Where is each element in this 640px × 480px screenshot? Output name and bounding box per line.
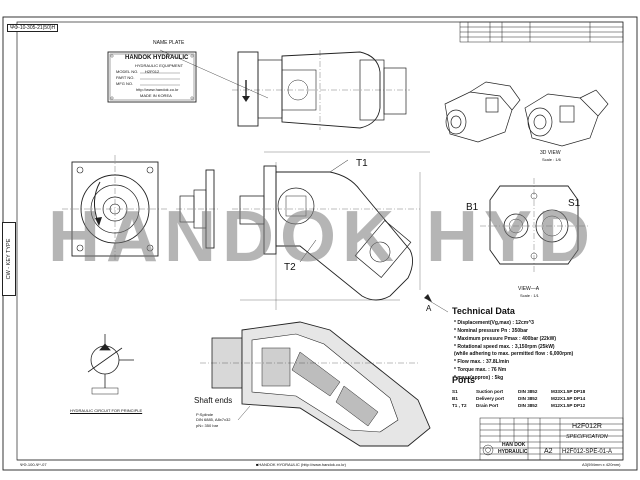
port-id: B1	[452, 396, 458, 401]
view-3d-scale: Scale : 1/6	[542, 157, 561, 162]
ports-title: Ports	[452, 375, 476, 385]
technical-line: (while adhering to max. permitted flow :…	[454, 351, 574, 357]
technical-line: * Maximum pressure Pmax : 400bar (22kW)	[454, 336, 556, 342]
view-a-arrow-label: A	[426, 304, 432, 313]
port-std: DIN 3852	[518, 396, 538, 401]
shaft-line-3: pN= 350 bar	[196, 423, 219, 428]
hydraulic-circuit-symbol	[87, 334, 134, 395]
shaft-line-2: DIN 6885, A8x7x32	[196, 417, 231, 422]
pump-top-view	[232, 50, 410, 130]
t1-label: T1	[356, 158, 368, 169]
name-plate-brand: HANDOK HYDRAULIC	[125, 55, 189, 61]
pump-section-view	[200, 321, 431, 447]
mfg-label: MFG NO.	[116, 81, 134, 86]
port-thread: M22X1.5P DP14	[551, 396, 586, 401]
s1-label: S1	[568, 198, 581, 209]
port-id: T1 , T2	[452, 403, 467, 408]
footer-left: ΨΦ-100-Ψ*-07	[20, 462, 47, 467]
port-std: DIN 3852	[518, 403, 538, 408]
shaft-title: Shaft ends	[194, 396, 233, 405]
footer-center: ■HANDOK HYDRAULIC (http://www.handok.co.…	[256, 462, 346, 467]
port-thread: M33X1.5P DP18	[551, 389, 586, 394]
shaft-line-1: P:Splinde	[196, 412, 214, 417]
title-doc-type: SPECIFICATION	[566, 434, 608, 440]
technical-line: * Rotational speed max. : 3,150rpm (25kW…	[454, 344, 555, 350]
name-plate-subtitle: HYDRAULIC EQUIPMENT	[135, 63, 184, 68]
footer-right: A3(594mm x 420mm)	[582, 462, 621, 467]
model-label: MODEL NO.	[116, 69, 139, 74]
port-thread: M12X1.5P DP12	[551, 403, 586, 408]
name-plate-drawing	[107, 49, 269, 103]
title-block	[479, 417, 624, 461]
port-name: Suction port	[476, 389, 504, 394]
title-part-no: H2F012R	[572, 423, 602, 430]
side-tab-label: CW - KEY TYPE	[6, 238, 12, 280]
technical-line: * mass(approx) : 5kg	[454, 375, 504, 381]
view-a-scale: Scale : 1/1	[520, 293, 539, 298]
technical-line: * Displacement(Vg,max) : 12cm^3	[454, 320, 534, 326]
company-line-2: HYDRAULIC	[498, 449, 528, 455]
name-plate-website: http://www.handok.co.kr	[136, 87, 179, 92]
name-plate-callout: NAME PLATE	[153, 40, 185, 46]
flange-front-view	[62, 155, 168, 262]
revision-table	[459, 21, 624, 43]
pump-3d-views	[444, 81, 609, 147]
port-std: DIN 3852	[518, 389, 538, 394]
name-plate-made-in: MADE IN KOREA	[140, 93, 172, 98]
part-label: PART NO.	[116, 75, 135, 80]
title-size: A2	[544, 448, 553, 455]
technical-line: * Nominal pressure Pn : 350bar	[454, 328, 528, 334]
port-view-a	[480, 178, 590, 272]
port-name: Drain Port	[476, 403, 499, 408]
circuit-caption: HYDRAULIC CIRCUIT FOR PRINCIPLE	[70, 408, 143, 413]
port-id: S1	[452, 389, 458, 394]
side-tab: CW - KEY TYPE	[2, 222, 16, 296]
company-line-1: HAN DOK	[502, 442, 526, 448]
technical-data-title: Technical Data	[452, 306, 515, 316]
view-3d-label: 3D VIEW	[540, 150, 561, 156]
b1-label: B1	[466, 202, 479, 213]
pump-side-view	[232, 151, 449, 313]
port-name: Delivery port	[476, 396, 505, 401]
shaft-side-view	[176, 169, 220, 249]
title-drawing-no: H2F012-SPE-01-A	[562, 449, 613, 455]
drawing-code: ΨΦ-10-305-21(50)H	[7, 24, 59, 32]
technical-line: * Flow max. : 37.8L/min	[454, 359, 510, 365]
view-a-label: VIEW—A	[518, 286, 540, 292]
technical-line: * Torque max. : 76 Nm	[454, 367, 507, 373]
model-value: H2F012	[145, 69, 160, 74]
t2-label: T2	[284, 262, 296, 273]
